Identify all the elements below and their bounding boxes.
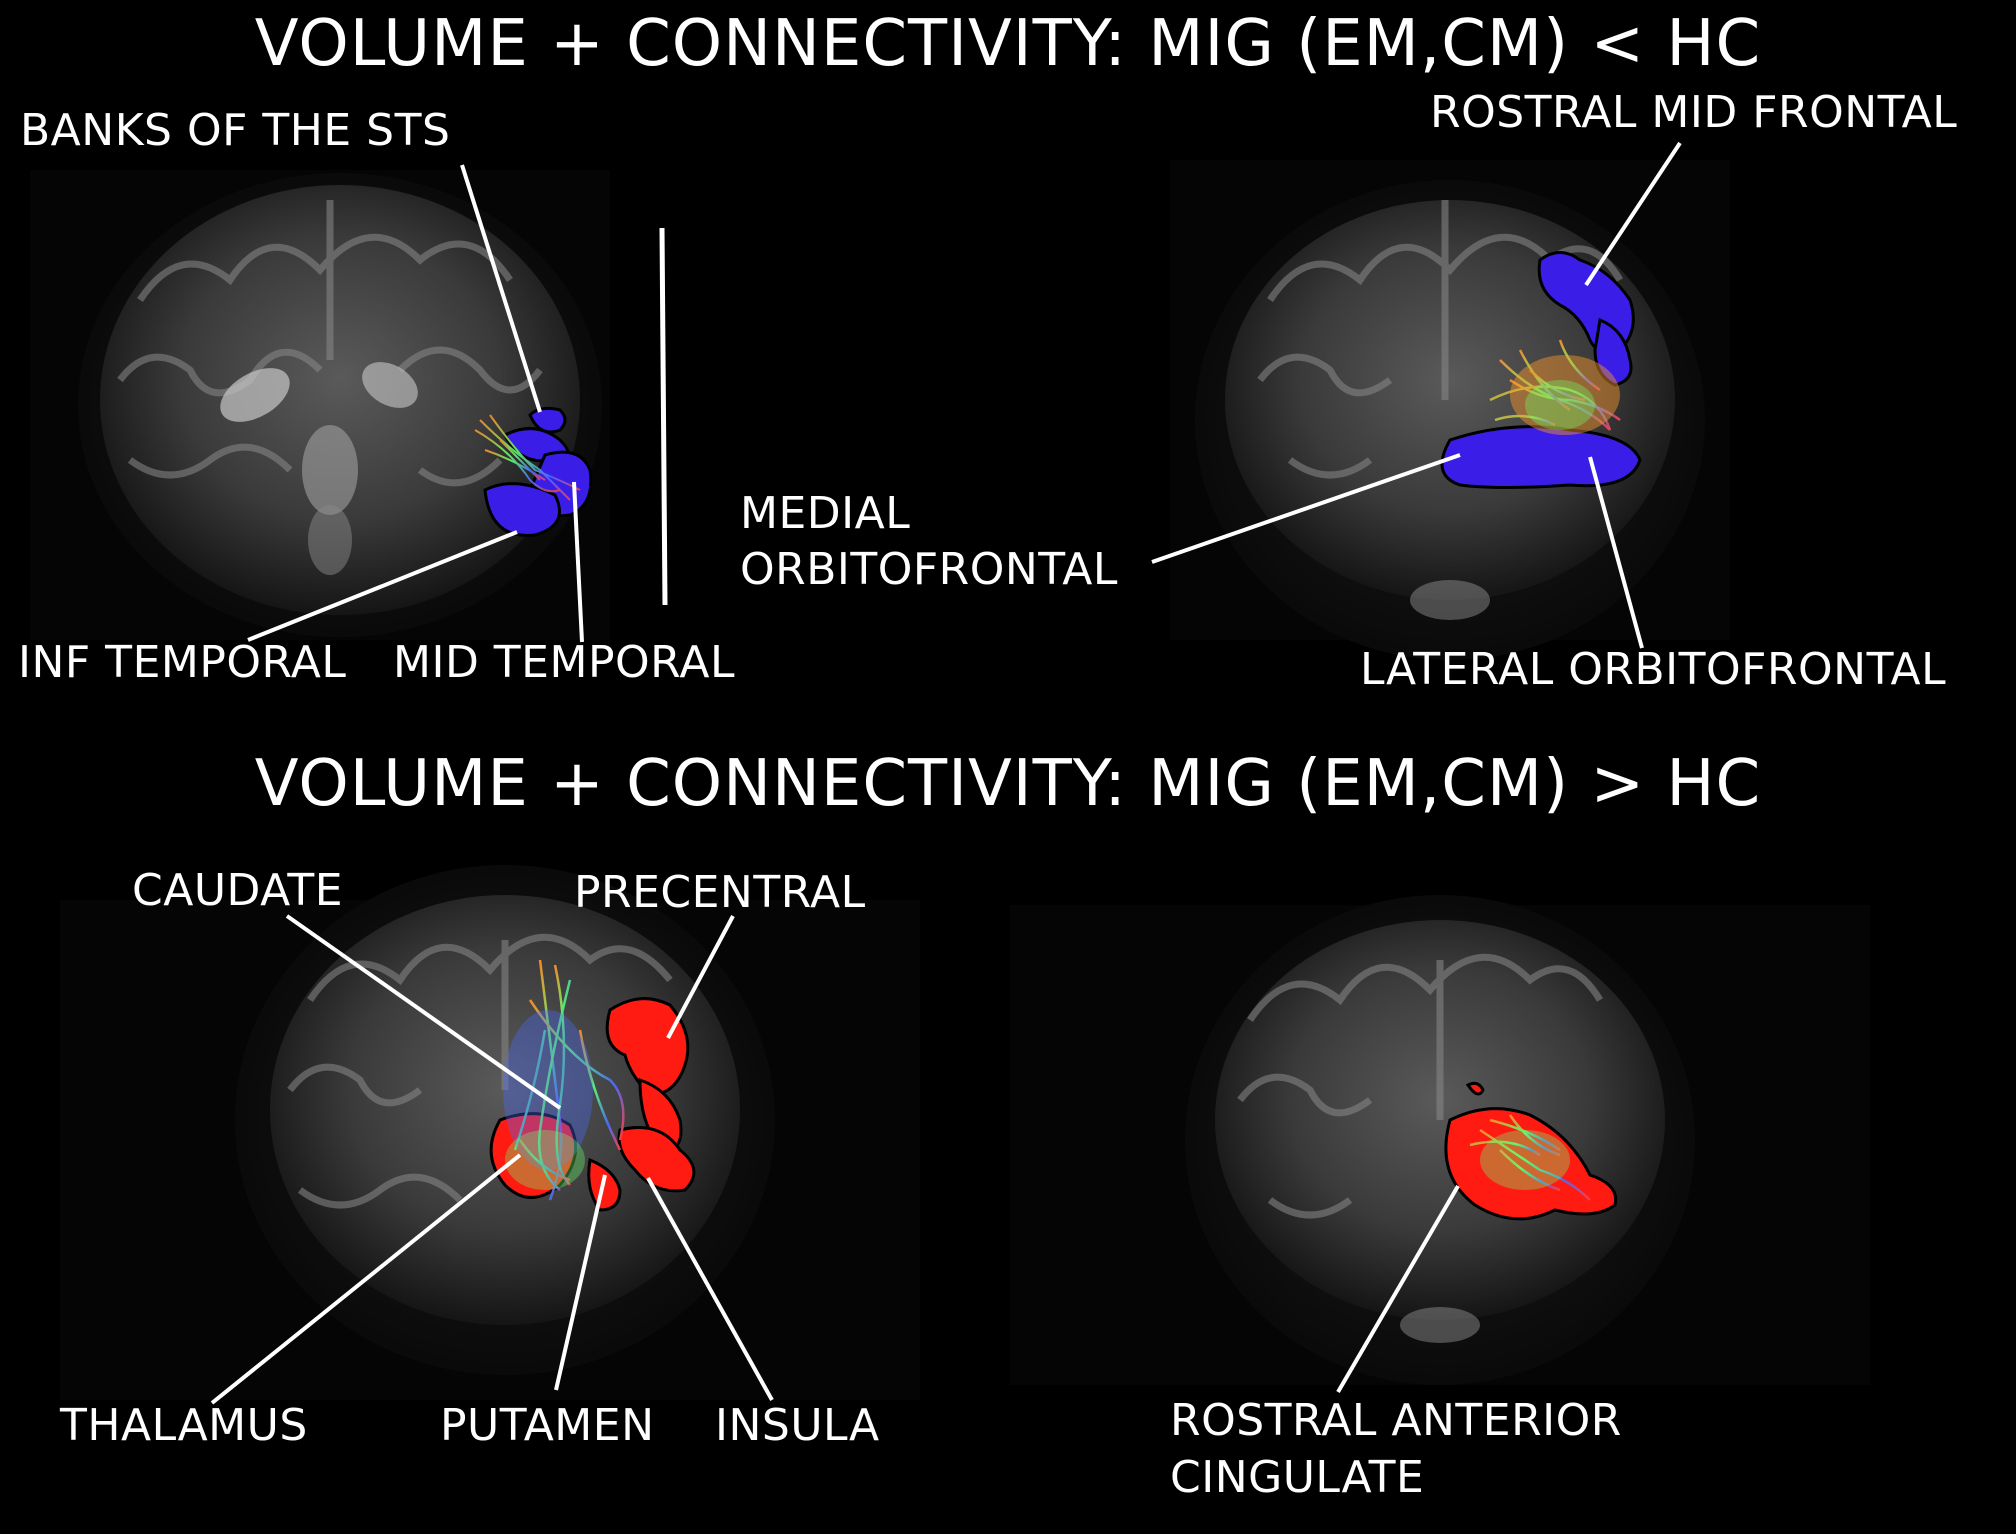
label-banks-sts: BANKS OF THE STS (20, 105, 451, 156)
label-insula: INSULA (715, 1400, 880, 1451)
label-rostral-anterior-line1: ROSTRAL ANTERIOR (1170, 1395, 1622, 1446)
title-decrease: VOLUME + CONNECTIVITY: MIG (EM,CM) < HC (254, 7, 1762, 81)
scan-bottom-right (1010, 895, 1870, 1385)
scan-top-right (1170, 160, 1730, 660)
label-precentral: PRECENTRAL (574, 867, 866, 918)
label-caudate: CAUDATE (132, 865, 343, 916)
scan-top-left (30, 170, 610, 640)
label-lateral-orbitofrontal: LATERAL ORBITOFRONTAL (1360, 644, 1947, 695)
label-mid-temporal: MID TEMPORAL (393, 637, 736, 688)
label-rostral-mid-frontal: ROSTRAL MID FRONTAL (1430, 87, 1958, 138)
label-thalamus: THALAMUS (60, 1400, 308, 1451)
label-medial-orbitofrontal-line2: ORBITOFRONTAL (740, 544, 1118, 595)
label-medial-orbitofrontal-line1: MEDIAL (740, 488, 911, 539)
label-rostral-anterior-line2: CINGULATE (1170, 1452, 1425, 1503)
scan-bottom-left (60, 865, 920, 1400)
label-inf-temporal: INF TEMPORAL (18, 637, 347, 688)
title-increase: VOLUME + CONNECTIVITY: MIG (EM,CM) > HC (254, 747, 1762, 821)
separator-line (659, 227, 668, 606)
label-putamen: PUTAMEN (440, 1400, 655, 1451)
